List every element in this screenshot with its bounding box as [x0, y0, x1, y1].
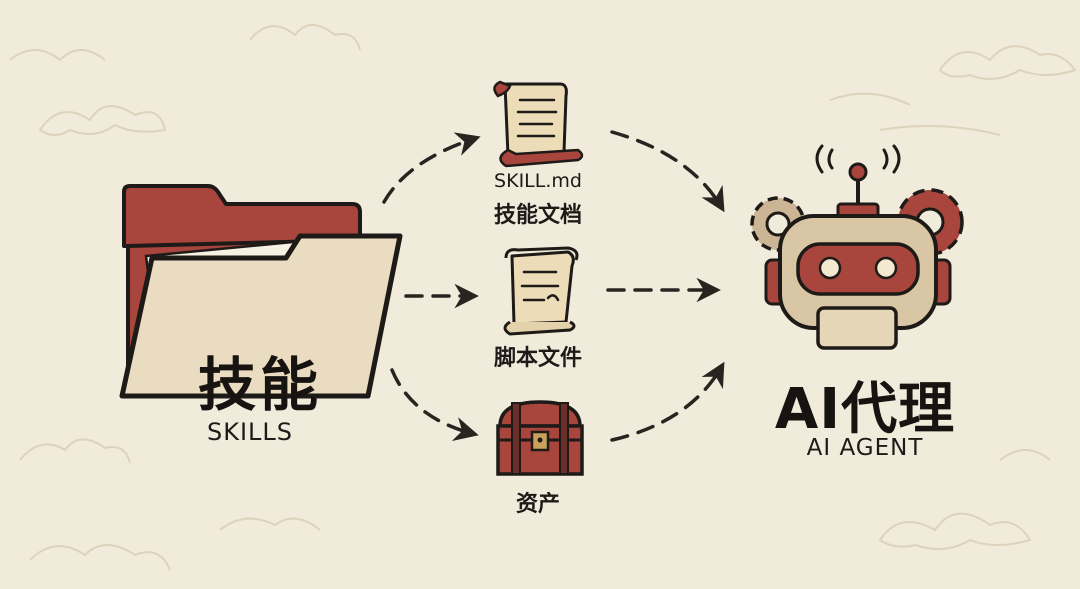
cloud-decoration-top-left — [9, 24, 361, 136]
scroll-doc-icon — [493, 80, 584, 168]
arrow-folder-to-doc — [382, 132, 481, 204]
cloud-decoration-bottom-left — [19, 438, 321, 571]
arrows — [382, 130, 725, 442]
arrow-folder-to-assets — [390, 368, 479, 441]
robot-icon — [750, 144, 964, 350]
script-files-label: 脚本文件 — [493, 346, 582, 371]
skill-doc-label: 技能文档 — [493, 203, 582, 228]
arrow-assets-to-agent — [610, 361, 725, 442]
cloud-decoration-bottom-right — [878, 449, 1051, 550]
scroll-script-icon — [503, 246, 579, 336]
assets-label: 资产 — [515, 492, 560, 517]
treasure-chest-icon — [496, 400, 584, 476]
cloud-decoration-top-right — [829, 45, 1077, 136]
agent-label-zh: AI代理 — [774, 377, 956, 442]
folder-label-zh: 技能 — [197, 351, 322, 419]
skill-md-filename: SKILL.md — [494, 170, 582, 192]
agent-label-en: AI AGENT — [806, 435, 924, 461]
folder-icon — [119, 184, 403, 399]
folder-label-en: SKILLS — [206, 418, 294, 446]
arrow-doc-to-agent — [610, 130, 725, 213]
